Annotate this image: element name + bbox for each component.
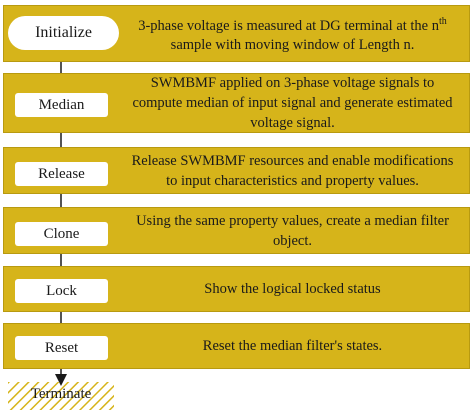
step-release-label: Release <box>15 162 108 186</box>
step-lock-label: Lock <box>15 279 108 303</box>
step-median-label: Median <box>15 93 108 117</box>
step-median-description: SWMBMF applied on 3-phase voltage signal… <box>132 75 453 131</box>
terminate-label: Terminate <box>30 385 92 402</box>
terminate-hatch <box>8 382 114 410</box>
step-median-box: SWMBMF applied on 3-phase voltage signal… <box>3 73 470 133</box>
step-clone-label: Clone <box>15 222 108 246</box>
step-initialize-desc-text-2: sample with moving window of Length n. <box>170 37 415 54</box>
step-lock-box: Show the logical locked status Lock <box>3 266 470 312</box>
step-release-box: Release SWMBMF resources and enable modi… <box>3 147 470 194</box>
terminate-node: Terminate <box>6 374 116 414</box>
step-initialize-label: Initialize <box>8 16 119 50</box>
step-initialize-desc-superscript: th <box>439 15 447 27</box>
step-clone-description: Using the same property values, create a… <box>136 212 449 249</box>
step-initialize-desc-text: 3-phase voltage is measured at DG termin… <box>138 17 439 34</box>
step-reset-box: Reset the median filter's states. Reset <box>3 323 470 369</box>
step-release-description: Release SWMBMF resources and enable modi… <box>131 152 454 189</box>
step-initialize-description: 3-phase voltage is measured at DG termin… <box>122 6 463 61</box>
step-clone-box: Using the same property values, create a… <box>3 207 470 254</box>
step-lock-description: Show the logical locked status <box>204 281 381 297</box>
step-reset-label: Reset <box>15 336 108 360</box>
step-reset-description: Reset the median filter's states. <box>202 338 383 354</box>
